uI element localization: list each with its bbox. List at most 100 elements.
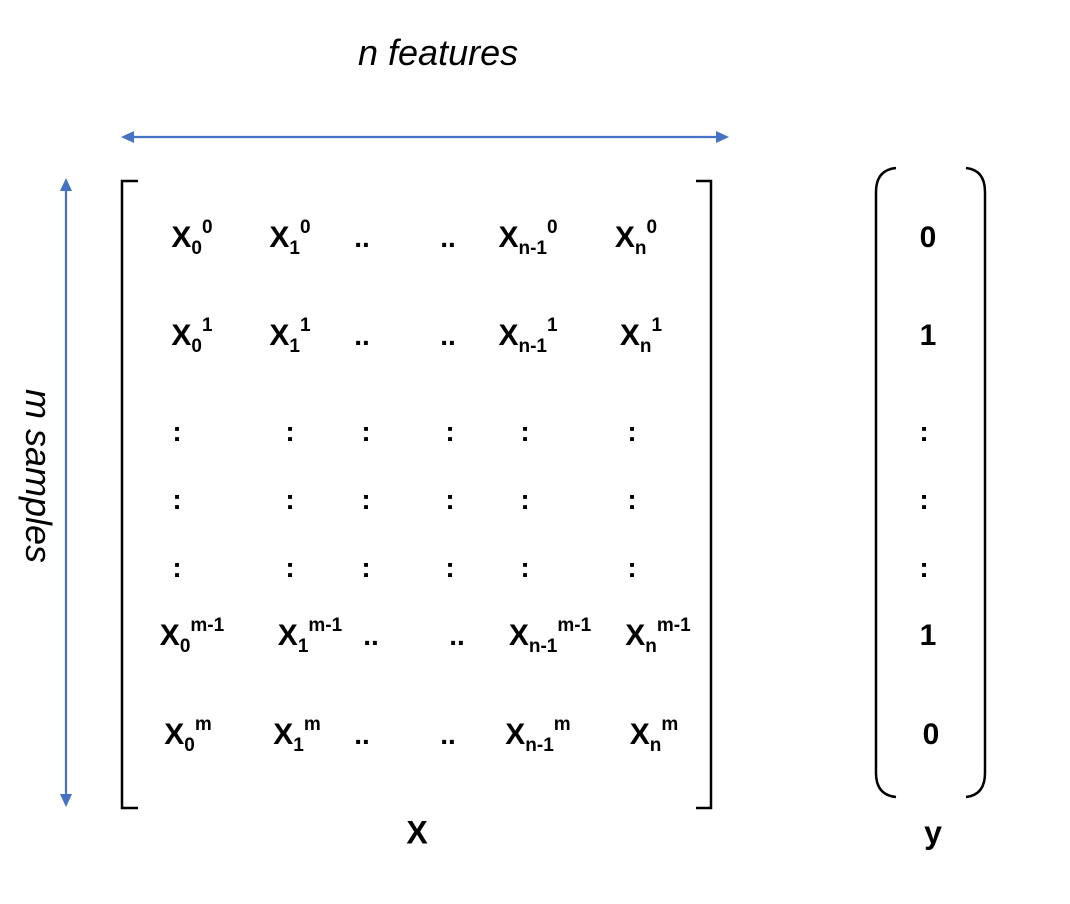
cell-superscript: m xyxy=(303,714,321,735)
cell-subscript: n-1 xyxy=(528,636,558,657)
matrix-name: X xyxy=(406,814,428,851)
cell-base: X xyxy=(171,319,192,352)
cell-superscript: 0 xyxy=(646,217,658,238)
cell-base: X xyxy=(505,718,526,751)
cell-base: X xyxy=(159,619,180,652)
matrix-ellipsis: .. xyxy=(354,719,370,750)
cell-superscript: m-1 xyxy=(656,615,691,636)
matrix-right-bracket xyxy=(696,179,713,810)
cell-superscript: 1 xyxy=(546,315,558,336)
cell-subscript: 1 xyxy=(297,636,309,657)
cell-base: X xyxy=(273,718,294,751)
matrix-ellipsis: : xyxy=(361,416,371,447)
matrix-ellipsis: .. xyxy=(449,620,465,651)
cell-superscript: 1 xyxy=(651,315,663,336)
cell-subscript: 1 xyxy=(293,735,304,756)
cell-base: X xyxy=(629,718,650,751)
cell-subscript: 1 xyxy=(289,238,301,259)
cell-superscript: 0 xyxy=(300,217,311,238)
matrix-ellipsis: : xyxy=(361,552,371,583)
matrix-ellipsis: : xyxy=(172,552,182,583)
matrix-ellipsis: .. xyxy=(440,222,456,253)
matrix-ellipsis: : xyxy=(172,416,182,447)
matrix-cell: Xn-1m-1 xyxy=(509,616,591,656)
matrix-ellipsis: : xyxy=(445,484,455,515)
matrix-cell: X00 xyxy=(171,218,212,258)
cell-base: X xyxy=(171,221,192,254)
cell-superscript: m-1 xyxy=(557,615,592,636)
cell-superscript: 0 xyxy=(202,217,213,238)
samples-arrow xyxy=(60,178,72,807)
cell-superscript: m xyxy=(194,714,212,735)
matrix-cell: X1m xyxy=(273,715,321,755)
cell-base: X xyxy=(164,718,185,751)
vector-cell: 0 xyxy=(919,221,937,254)
cell-subscript: n-1 xyxy=(518,336,547,357)
cell-superscript: 1 xyxy=(202,315,213,336)
matrix-ellipsis: : xyxy=(627,484,637,515)
vector-right-paren xyxy=(965,166,987,799)
cell-superscript: m xyxy=(553,714,571,735)
vector-cell: 1 xyxy=(919,319,937,352)
cell-base: X xyxy=(614,221,635,254)
matrix-cell: X0m-1 xyxy=(160,616,224,656)
vector-cell: : xyxy=(919,484,929,515)
cell-subscript: n xyxy=(639,336,652,357)
matrix-ellipsis: : xyxy=(172,484,182,515)
features-arrow xyxy=(121,131,729,143)
cell-subscript: n xyxy=(645,636,657,657)
matrix-ellipsis: : xyxy=(285,552,295,583)
matrix-cell: Xn0 xyxy=(615,218,657,258)
matrix-cell: X1m-1 xyxy=(278,616,342,656)
matrix-ellipsis: .. xyxy=(354,320,370,351)
vector-cell: 1 xyxy=(919,619,937,652)
matrix-cell: X01 xyxy=(171,316,212,356)
matrix-cell: X0m xyxy=(164,715,212,755)
matrix-cell: X10 xyxy=(269,218,310,258)
features-label: n features xyxy=(358,32,519,73)
matrix-ellipsis: : xyxy=(445,416,455,447)
cell-base: X xyxy=(269,319,290,352)
matrix-cell: Xn1 xyxy=(620,316,662,356)
vector-cell: : xyxy=(919,416,929,447)
cell-superscript: m xyxy=(661,714,679,735)
matrix-ellipsis: .. xyxy=(354,222,370,253)
matrix-cell: Xnm-1 xyxy=(625,616,690,656)
cell-base: X xyxy=(277,619,298,652)
vector-name: y xyxy=(924,814,942,851)
matrix-ellipsis: : xyxy=(361,484,371,515)
cell-subscript: 0 xyxy=(191,238,203,259)
cell-base: X xyxy=(508,619,529,652)
matrix-cell: Xn-11 xyxy=(498,316,557,356)
matrix-ellipsis: : xyxy=(520,484,530,515)
cell-superscript: m-1 xyxy=(190,615,225,636)
matrix-ellipsis: : xyxy=(627,552,637,583)
samples-label: m samples xyxy=(18,388,59,564)
matrix-ellipsis: .. xyxy=(440,719,456,750)
matrix-ellipsis: : xyxy=(520,416,530,447)
cell-base: X xyxy=(625,619,646,652)
cell-base: X xyxy=(269,221,290,254)
cell-subscript: n xyxy=(634,238,647,259)
matrix-ellipsis: : xyxy=(445,552,455,583)
matrix-cell: X11 xyxy=(269,316,310,356)
cell-subscript: 1 xyxy=(289,336,301,357)
cell-subscript: 0 xyxy=(191,336,203,357)
matrix-cell: Xn-1m xyxy=(505,715,570,755)
matrix-ellipsis: : xyxy=(285,484,295,515)
matrix-left-bracket xyxy=(120,179,138,810)
vector-cell: : xyxy=(919,552,929,583)
cell-subscript: 0 xyxy=(179,636,191,657)
cell-superscript: 1 xyxy=(300,315,311,336)
cell-subscript: n-1 xyxy=(518,238,547,259)
cell-base: X xyxy=(498,319,519,352)
matrix-ellipsis: : xyxy=(627,416,637,447)
vector-cell: 0 xyxy=(922,718,940,751)
matrix-cell: Xnm xyxy=(630,715,679,755)
cell-superscript: m-1 xyxy=(308,615,343,636)
matrix-ellipsis: .. xyxy=(363,620,379,651)
cell-superscript: 0 xyxy=(546,217,558,238)
cell-base: X xyxy=(619,319,640,352)
